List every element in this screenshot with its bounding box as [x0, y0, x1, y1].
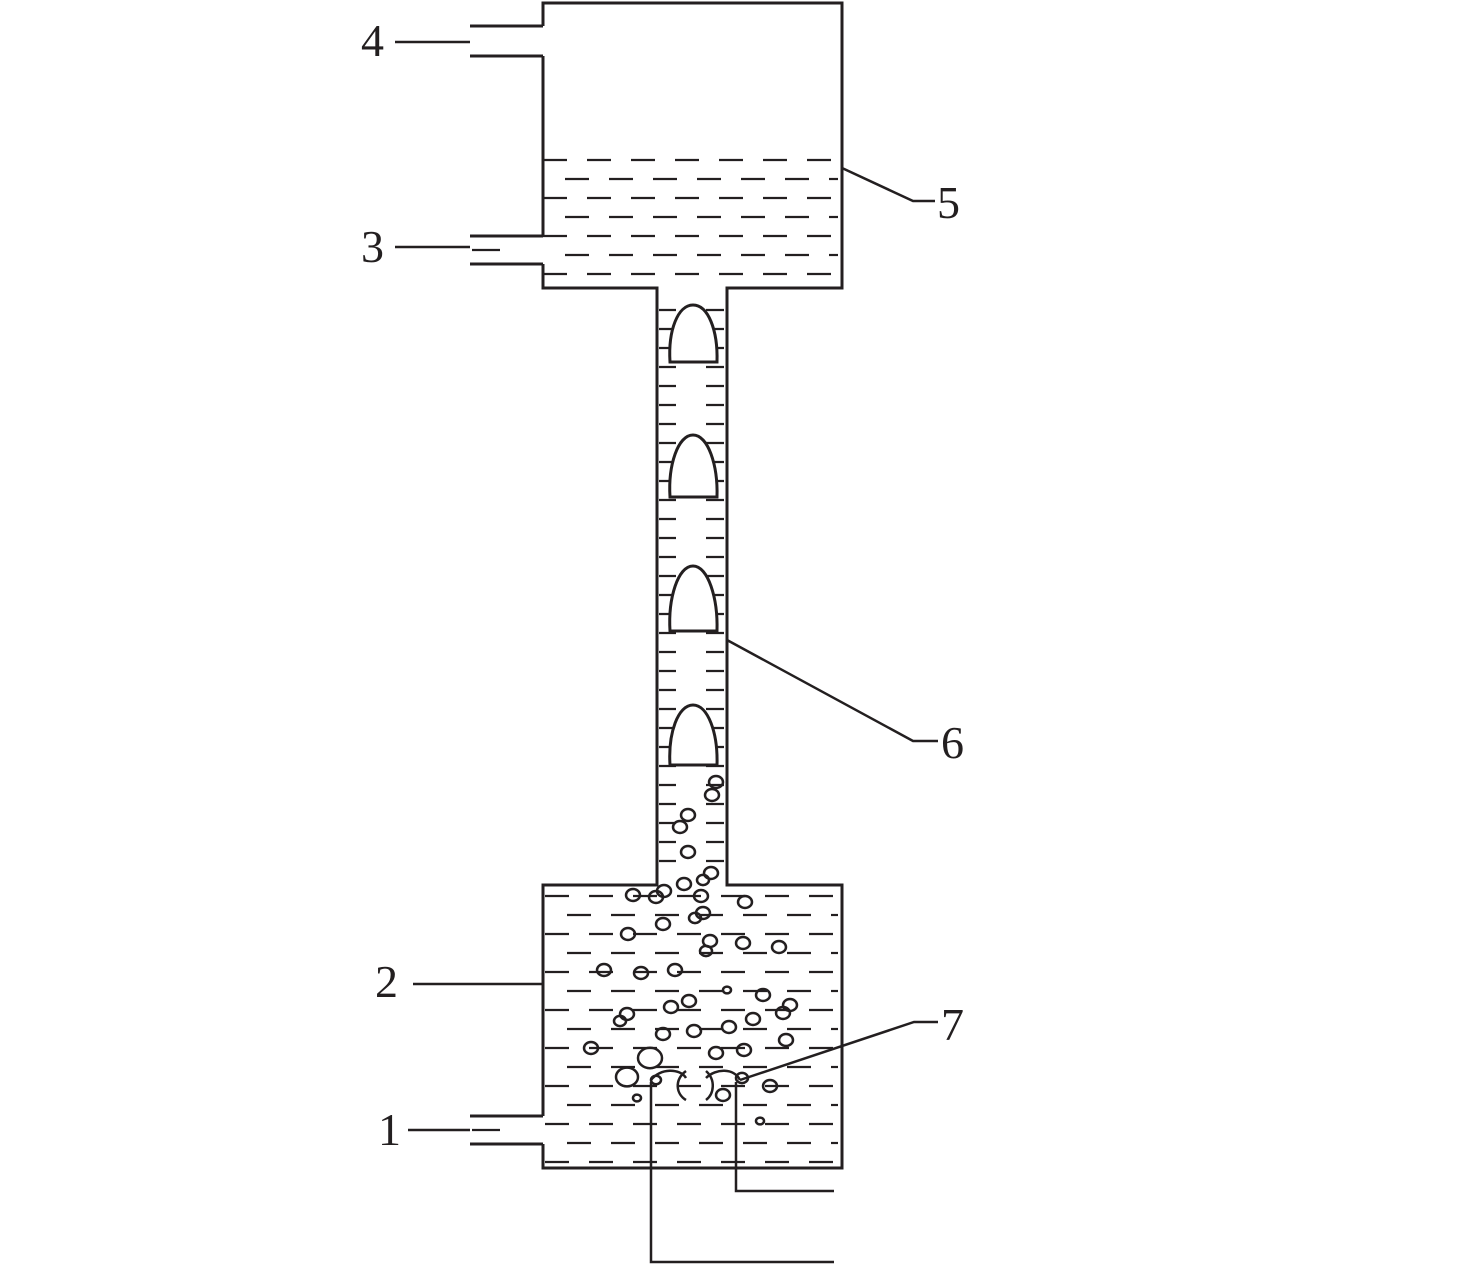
gas-bubble [698, 944, 714, 958]
gas-sparger [649, 1069, 834, 1264]
gas-bubble [707, 774, 725, 790]
label-6: 6 [941, 717, 964, 768]
label-2: 2 [375, 956, 398, 1007]
leader-5 [841, 166, 935, 203]
liquid-hatching [472, 158, 838, 1164]
gas-bubble [636, 1046, 664, 1070]
gas-bubble [703, 787, 721, 803]
gas-bubble [632, 965, 650, 981]
gas-bubble [679, 807, 697, 823]
gas-slug [668, 303, 719, 364]
gas-bubble [595, 962, 613, 978]
sparger-jet [650, 1069, 688, 1081]
gas-bubble [619, 926, 637, 942]
gas-outlet-pipe [470, 24, 543, 58]
leader-6 [726, 638, 938, 743]
gas-bubbles [582, 774, 799, 1126]
gas-feed-pipe-2 [734, 1082, 834, 1193]
gas-bubble [685, 1023, 703, 1039]
gas-bubble [666, 962, 684, 978]
gas-bubble [647, 889, 665, 905]
gas-bubble [744, 1011, 762, 1027]
label-4: 4 [361, 15, 384, 66]
gas-slugs [668, 303, 719, 767]
gas-bubble [714, 1087, 732, 1103]
gas-bubble [777, 1032, 795, 1048]
gas-bubble [692, 888, 710, 904]
gas-bubble [702, 865, 720, 881]
gas-bubble [612, 1014, 628, 1028]
gas-bubble [736, 894, 754, 910]
gas-feed-pipe-1 [649, 1082, 834, 1264]
gas-bubble [654, 916, 672, 932]
gas-bubble [654, 1026, 672, 1042]
gas-bubble [631, 1093, 643, 1103]
leader-lines [395, 40, 938, 1132]
gas-bubble [707, 1045, 725, 1061]
label-3: 3 [361, 221, 384, 272]
gas-bubble [735, 1042, 753, 1058]
label-5: 5 [937, 177, 960, 228]
gas-bubble [754, 1116, 766, 1126]
gas-bubble [618, 1006, 636, 1022]
gas-bubble [679, 844, 697, 860]
gas-bubble [614, 1066, 640, 1088]
gas-slug [668, 564, 719, 633]
sparger-jet [705, 1069, 742, 1081]
liquid-inlet-pipe [470, 1114, 543, 1146]
upper-tank-wall [541, 1, 844, 1170]
part-labels: 4 3 2 1 5 6 7 [361, 15, 964, 1155]
gas-bubble [675, 876, 693, 892]
gas-bubble [671, 819, 689, 835]
gas-slug [668, 433, 719, 499]
gas-bubble [770, 939, 788, 955]
gas-bubble [680, 993, 698, 1009]
gas-bubble [687, 911, 703, 925]
gas-bubble [720, 1019, 738, 1035]
gas-bubble [754, 987, 772, 1003]
gas-bubble [695, 873, 711, 887]
gas-bubble [624, 887, 642, 903]
label-1: 1 [378, 1104, 401, 1155]
gas-bubble [662, 999, 680, 1015]
gas-bubble [721, 985, 733, 995]
liquid-outlet-pipe [470, 234, 543, 266]
gas-bubble [761, 1078, 779, 1094]
gas-slug [668, 703, 719, 767]
gas-bubble [582, 1040, 600, 1056]
gas-bubble [734, 935, 752, 951]
gas-bubble [774, 1005, 792, 1021]
leader-7 [739, 1020, 938, 1082]
label-7: 7 [941, 999, 964, 1050]
sparger-jet [705, 1070, 714, 1101]
